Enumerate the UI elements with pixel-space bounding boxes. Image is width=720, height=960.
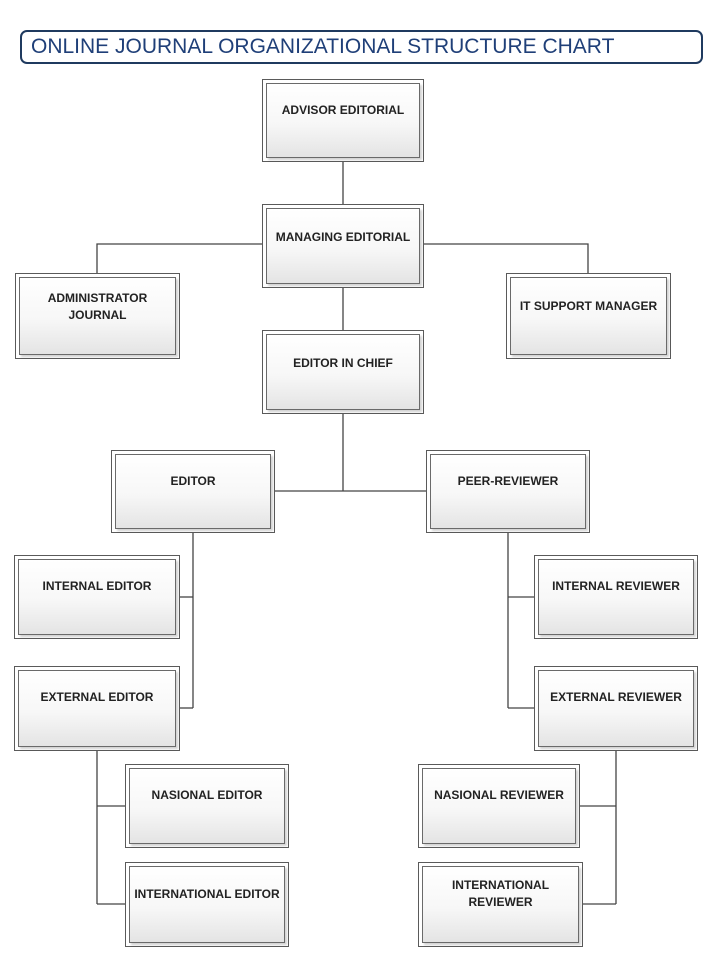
node-label: PEER-REVIEWER [457, 474, 559, 488]
node-nasional-editor: NASIONAL EDITOR [125, 764, 289, 848]
node-advisor-editorial: ADVISOR EDITORIAL [262, 79, 424, 162]
connector-managing-administrator [96, 243, 262, 273]
node-label: INTERNAL REVIEWER [552, 579, 680, 593]
node-label: INTERNAL EDITOR [42, 579, 152, 593]
node-editor: EDITOR [111, 450, 275, 533]
node-international-editor: INTERNATIONAL EDITOR [125, 862, 289, 947]
node-label: EXTERNAL REVIEWER [550, 690, 682, 704]
node-peer-reviewer: PEER-REVIEWER [426, 450, 590, 533]
node-internal-editor: INTERNAL EDITOR [14, 555, 180, 639]
node-international-reviewer: INTERNATIONAL REVIEWER [418, 862, 583, 947]
node-it-support-manager: IT SUPPORT MANAGER [506, 273, 671, 359]
node-label: ADMINISTRATOR JOURNAL [47, 291, 148, 322]
connector-managing-it-support [424, 243, 589, 273]
node-nasional-reviewer: NASIONAL REVIEWER [418, 764, 580, 848]
node-label: EDITOR IN CHIEF [293, 356, 393, 370]
node-label: INTERNATIONAL REVIEWER [451, 878, 550, 909]
node-editor-in-chief: EDITOR IN CHIEF [262, 330, 424, 414]
node-external-editor: EXTERNAL EDITOR [14, 666, 180, 751]
node-label: MANAGING EDITORIAL [275, 230, 411, 244]
node-managing-editorial: MANAGING EDITORIAL [262, 204, 424, 288]
node-internal-reviewer: INTERNAL REVIEWER [534, 555, 698, 639]
node-external-reviewer: EXTERNAL REVIEWER [534, 666, 698, 751]
node-label: EXTERNAL EDITOR [40, 690, 154, 704]
node-label: IT SUPPORT MANAGER [519, 299, 658, 313]
chart-title: ONLINE JOURNAL ORGANIZATIONAL STRUCTURE … [20, 30, 703, 64]
node-label: ADVISOR EDITORIAL [281, 103, 405, 117]
node-label: EDITOR [170, 474, 216, 488]
node-label: NASIONAL EDITOR [151, 788, 263, 802]
node-administrator-journal: ADMINISTRATOR JOURNAL [15, 273, 180, 359]
node-label: INTERNATIONAL EDITOR [134, 887, 280, 901]
node-label: NASIONAL REVIEWER [434, 788, 564, 802]
